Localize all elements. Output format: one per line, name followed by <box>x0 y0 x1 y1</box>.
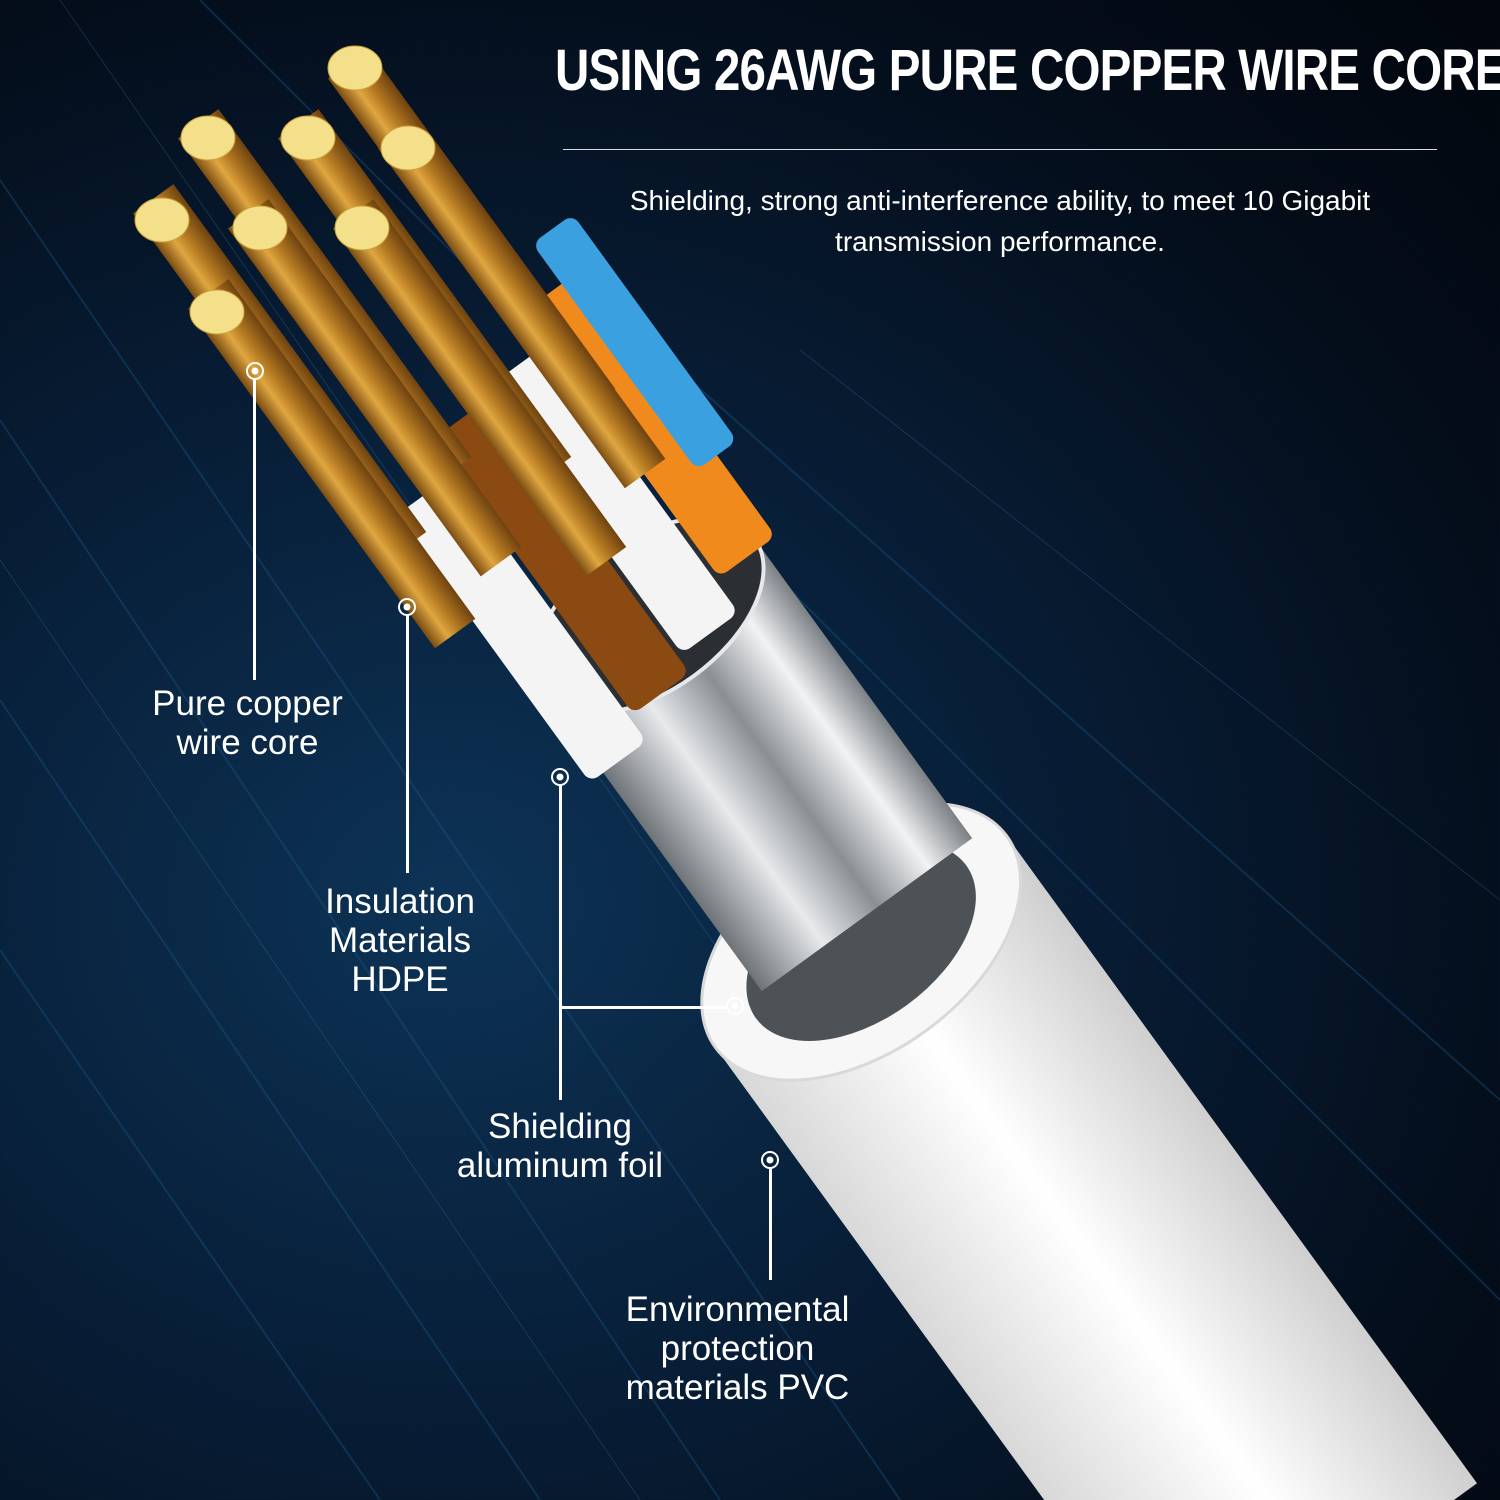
callout-jacket-line3: materials PVC <box>625 1368 850 1407</box>
callout-label-jacket: Environmental protection materials PVC <box>600 1290 875 1407</box>
callout-marker-shielding-b <box>726 997 744 1015</box>
title-divider <box>563 149 1437 150</box>
callout-marker-copper <box>246 362 264 380</box>
callout-jacket-line1: Environmental <box>625 1290 850 1329</box>
callout-label-copper: Pure copper wire core <box>120 684 375 762</box>
leader-line-insulation <box>406 615 409 873</box>
callout-marker-shielding-a <box>551 768 569 786</box>
page-title: USING 26AWG PURE COPPER WIRE CORE <box>555 38 1500 103</box>
callout-insulation-line3: HDPE <box>351 960 449 999</box>
callout-insulation-line2: Materials <box>329 921 471 960</box>
callout-shielding-line2: aluminum foil <box>456 1146 664 1185</box>
callout-insulation-line1: Insulation <box>325 882 475 921</box>
callout-copper-line2: wire core <box>176 723 319 762</box>
callout-label-insulation: Insulation Materials HDPE <box>290 882 510 999</box>
callout-shielding-line1: Shielding <box>488 1107 632 1146</box>
callout-marker-jacket <box>761 1151 779 1169</box>
callout-label-shielding: Shielding aluminum foil <box>430 1107 690 1185</box>
page-subtitle: Shielding, strong anti-interference abil… <box>629 185 1371 257</box>
callout-copper-line1: Pure copper <box>152 684 343 723</box>
leader-line-shielding-vertical <box>559 785 562 1100</box>
leader-line-shielding-horizontal <box>560 1006 728 1009</box>
callout-jacket-line2: protection <box>660 1329 815 1368</box>
leader-line-jacket <box>769 1168 772 1280</box>
leader-line-copper <box>253 380 256 680</box>
callout-marker-insulation <box>398 598 416 616</box>
